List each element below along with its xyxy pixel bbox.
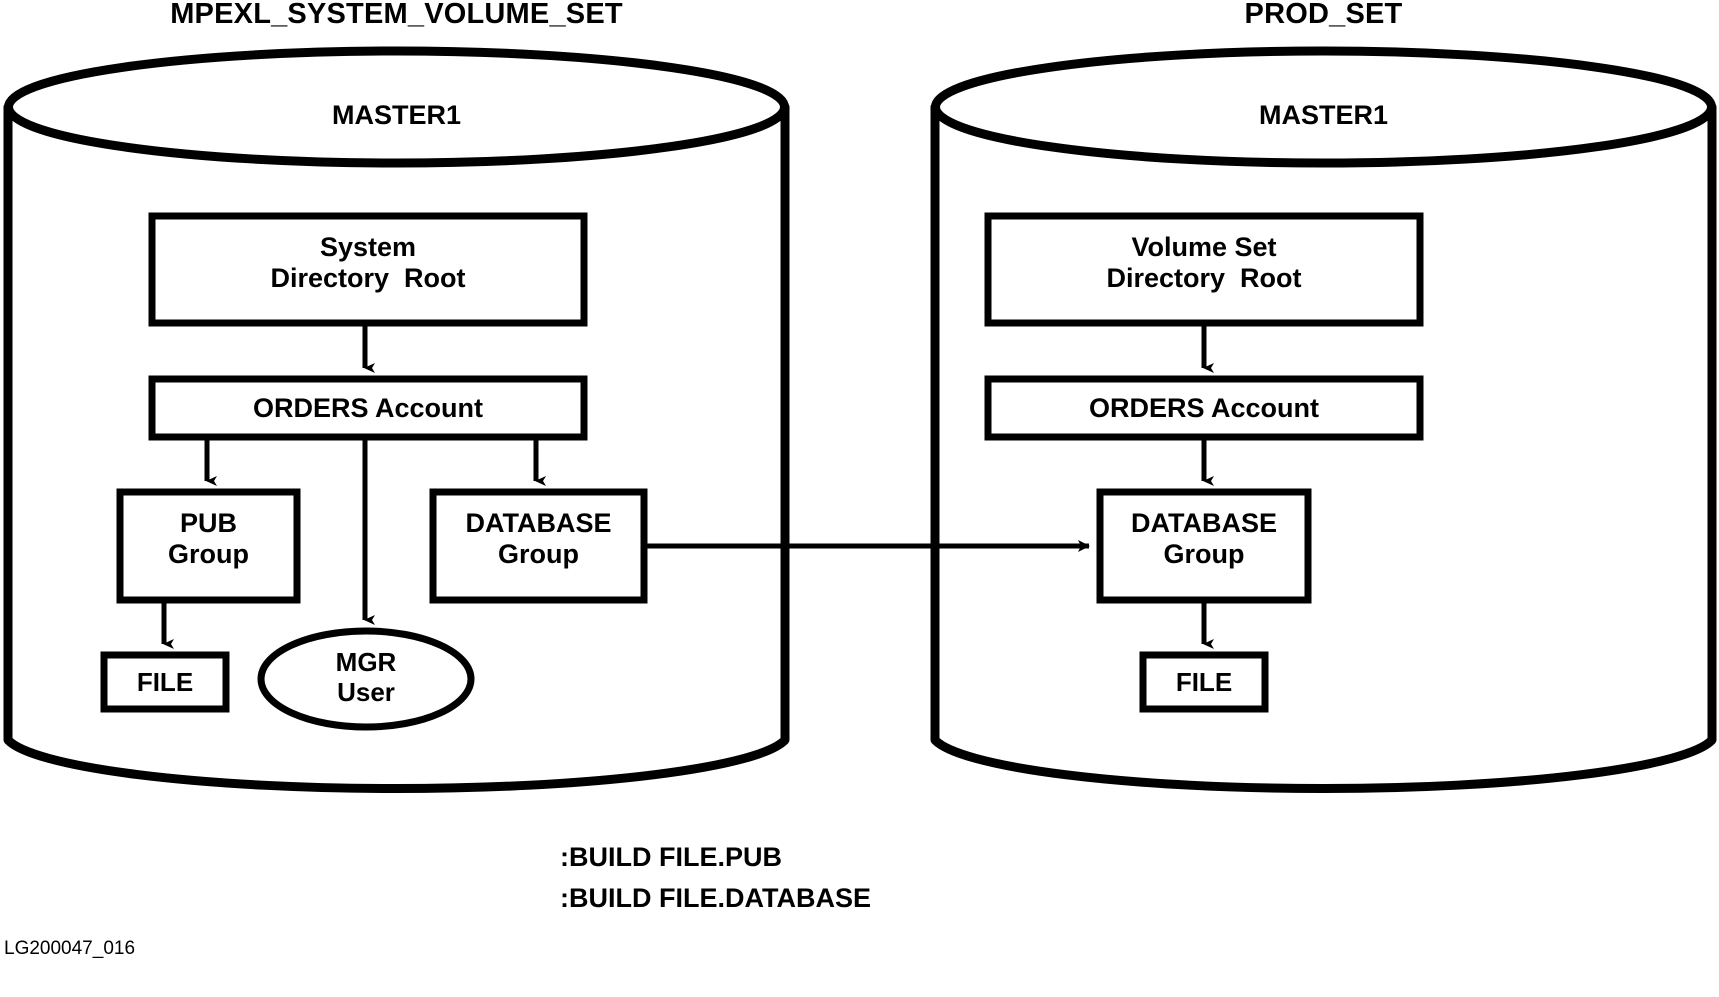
volume-set-title-left: MPEXL_SYSTEM_VOLUME_SET [170, 0, 623, 30]
command-build-file-pub: :BUILD FILE.PUB [560, 842, 782, 872]
node-file-right: FILE [1175, 667, 1233, 697]
master-label-right: MASTER1 [1258, 100, 1388, 130]
left-connector-arrows [161, 323, 546, 649]
node-orders-account-right: ORDERS Account [1088, 393, 1319, 423]
node-system-directory-root: System Directory Root [270, 232, 466, 294]
node-pub-group: PUB Group [168, 508, 249, 570]
node-orders-account-left: ORDERS Account [252, 393, 483, 423]
master-label-left: MASTER1 [331, 100, 461, 130]
node-database-group-left: DATABASE Group [465, 508, 612, 570]
volume-set-cylinder-left [3, 46, 790, 794]
node-volume-set-directory-root: Volume Set Directory Root [1106, 232, 1302, 294]
command-build-file-database: :BUILD FILE.DATABASE [560, 883, 871, 913]
volume-set-cylinder-right [930, 46, 1717, 794]
figure-id-label: LG200047_016 [4, 938, 136, 959]
right-node-boxes [984, 212, 1424, 713]
node-file-left: FILE [136, 667, 194, 697]
left-node-boxes [100, 212, 648, 731]
node-mgr-user: MGR User [335, 647, 397, 708]
node-database-group-right: DATABASE Group [1131, 508, 1277, 570]
volume-set-title-right: PROD_SET [1244, 0, 1403, 30]
